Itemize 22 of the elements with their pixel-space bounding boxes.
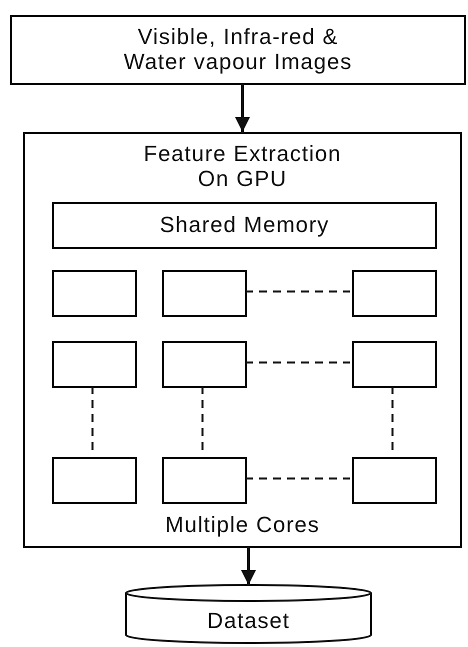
core-box xyxy=(162,341,247,388)
core-box xyxy=(52,457,137,504)
core-box xyxy=(352,270,437,317)
group-label: Multiple Cores xyxy=(165,513,320,538)
core-box xyxy=(52,341,137,388)
process-box xyxy=(52,202,437,249)
core-box xyxy=(352,457,437,504)
arrow xyxy=(235,85,250,132)
arrow xyxy=(241,548,256,585)
node-label: Dataset xyxy=(207,608,290,634)
process-box xyxy=(10,15,466,85)
node-label: Shared Memory xyxy=(160,213,330,238)
core-box xyxy=(162,457,247,504)
container-box xyxy=(23,132,462,548)
container-title: Feature Extraction On GPU xyxy=(142,142,342,192)
core-box xyxy=(162,270,247,317)
dashed-connector xyxy=(245,290,350,292)
dashed-connector xyxy=(245,478,350,480)
core-box xyxy=(52,270,137,317)
dashed-connector xyxy=(245,362,350,364)
node-label: Visible, Infra-red & Water vapour Images xyxy=(122,25,354,75)
core-box xyxy=(352,341,437,388)
